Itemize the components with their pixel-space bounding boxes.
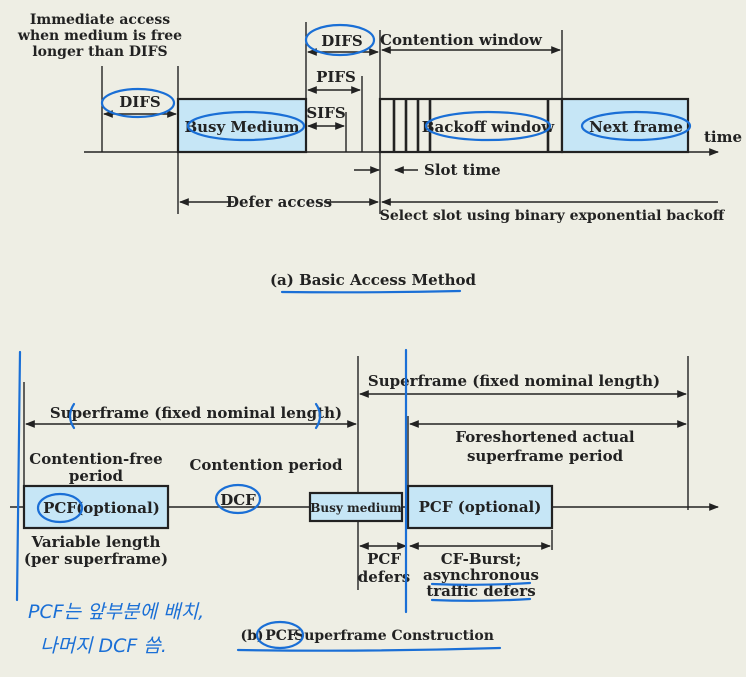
pcf-defers-line2: defers [358,568,410,586]
pen-circle [36,492,84,524]
difs-left-label: DIFS [119,93,161,111]
time-label: time [704,128,742,146]
contention-free-label-line2: period [69,467,124,485]
pen-annotations-a [100,23,692,294]
cf-burst-line3: traffic defers [426,582,535,600]
pen-circle [580,110,692,142]
cf-burst-line2: asynchronous [423,566,539,584]
cf-burst-line1: CF-Burst; [441,550,522,568]
pcf-optional-box-right [406,484,554,530]
foreshortened-label-line1: Foreshortened actual [455,428,635,446]
handwritten-note-line1: PCF는 앞부분에 배치, [28,601,204,623]
pifs-label: PIFS [316,68,356,86]
busy-medium-label: Busy Medium [184,118,299,136]
pen-circle [214,483,262,515]
pcf-left-label: PCF [43,499,77,517]
pen-circle [186,110,306,142]
caption-b-pcf: PCF [265,628,297,644]
variable-length-line1: Variable length [31,533,161,551]
pcf-defers-line1: PCF [367,550,401,568]
pen-annotations-b: PCF는 앞부분에 배치, 나머지 DCF 씀. [15,348,532,657]
superframe-left-label: Superframe (fixed nominal length) [50,404,342,422]
pen-paren-right [314,402,322,430]
defer-access-label: Defer access [226,193,332,211]
backoff-window-box [378,97,564,154]
variable-length-line2: (per superframe) [24,550,168,568]
pen-paren-left [68,402,76,430]
immediate-access-note-line1: Immediate access [30,12,170,28]
pcf-superframe-diagram: Superframe (fixed nominal length) Superf… [10,356,719,644]
optional-left-label: (optional) [76,499,160,517]
caption-a: (a) Basic Access Method [270,271,477,289]
pen-underline [280,289,462,294]
difs-top-label: DIFS [321,32,363,50]
pen-circle [255,620,305,650]
pen-underline [236,646,502,652]
contention-free-label-line1: Contention-free [29,450,162,468]
immediate-access-note-line3: longer than DIFS [32,44,167,60]
busy-medium-box-b [308,491,404,523]
superframe-top-label: Superframe (fixed nominal length) [368,372,660,390]
pen-circle [304,23,376,57]
basic-access-diagram: Immediate access when medium is free lon… [17,12,742,289]
pen-circle [424,110,552,142]
pcf-optional-right-label: PCF (optional) [419,498,542,516]
next-frame-label: Next frame [589,118,683,136]
pen-circle [100,87,176,119]
handwritten-note-line2: 나머지 DCF 씀. [40,635,167,657]
backoff-slot-lines [392,99,550,152]
select-slot-label: Select slot using binary exponential bac… [380,208,726,224]
slot-time-label: Slot time [424,161,501,179]
dcf-label: DCF [220,491,256,509]
pen-underline [430,597,532,602]
pen-underline [430,581,532,586]
pen-vertical-line-left [15,350,22,602]
busy-medium-box [176,97,308,154]
contention-window-label: Contention window [380,31,543,49]
pcf-optional-box-left [22,484,170,530]
sifs-label: SIFS [306,104,345,122]
foreshortened-label-line2: superframe period [467,447,624,465]
busy-medium-label-b: Busy medium [310,501,402,515]
contention-period-label: Contention period [189,456,343,474]
immediate-access-note-line2: when medium is free [17,28,182,44]
backoff-window-label: Backoff window [422,118,555,136]
caption-b-rest: Superframe Construction [294,628,494,644]
